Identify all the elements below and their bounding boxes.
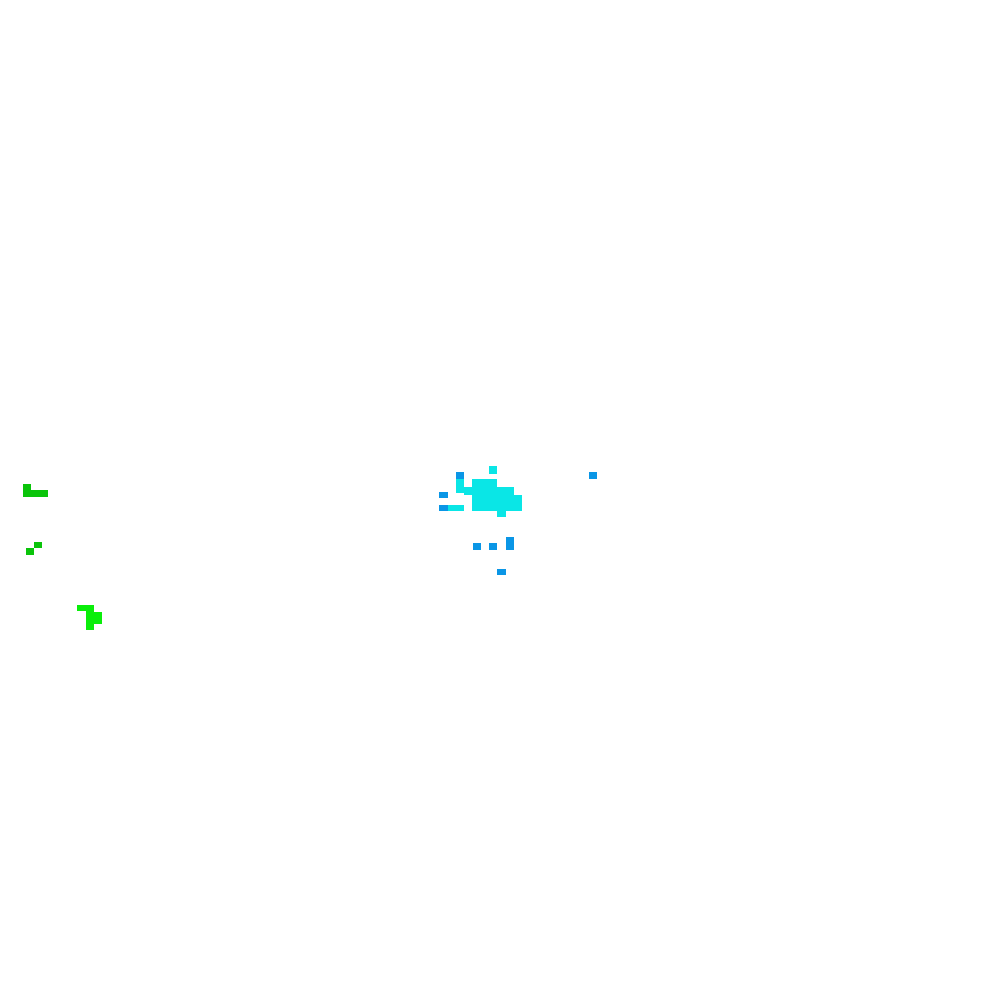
- pixel-block: [489, 543, 497, 550]
- pixel-block: [23, 490, 48, 497]
- pixel-block: [506, 537, 514, 550]
- pixel-block: [497, 569, 506, 575]
- pixel-block: [86, 612, 102, 624]
- pixel-block: [472, 495, 522, 503]
- pixel-block: [439, 505, 448, 511]
- pixel-block: [456, 479, 464, 493]
- pixel-block: [473, 543, 481, 550]
- pixel-block: [497, 511, 506, 517]
- pixel-block: [489, 466, 497, 474]
- pixel-block: [456, 472, 464, 479]
- pixel-block: [439, 492, 448, 498]
- pixel-block: [34, 542, 42, 548]
- pixel-block: [448, 505, 464, 511]
- pixel-block: [472, 479, 497, 487]
- pixel-block: [589, 472, 597, 479]
- pixel-block: [472, 503, 522, 511]
- pixel-block: [77, 605, 94, 611]
- pixel-block: [26, 548, 34, 555]
- pixel-block: [464, 487, 514, 495]
